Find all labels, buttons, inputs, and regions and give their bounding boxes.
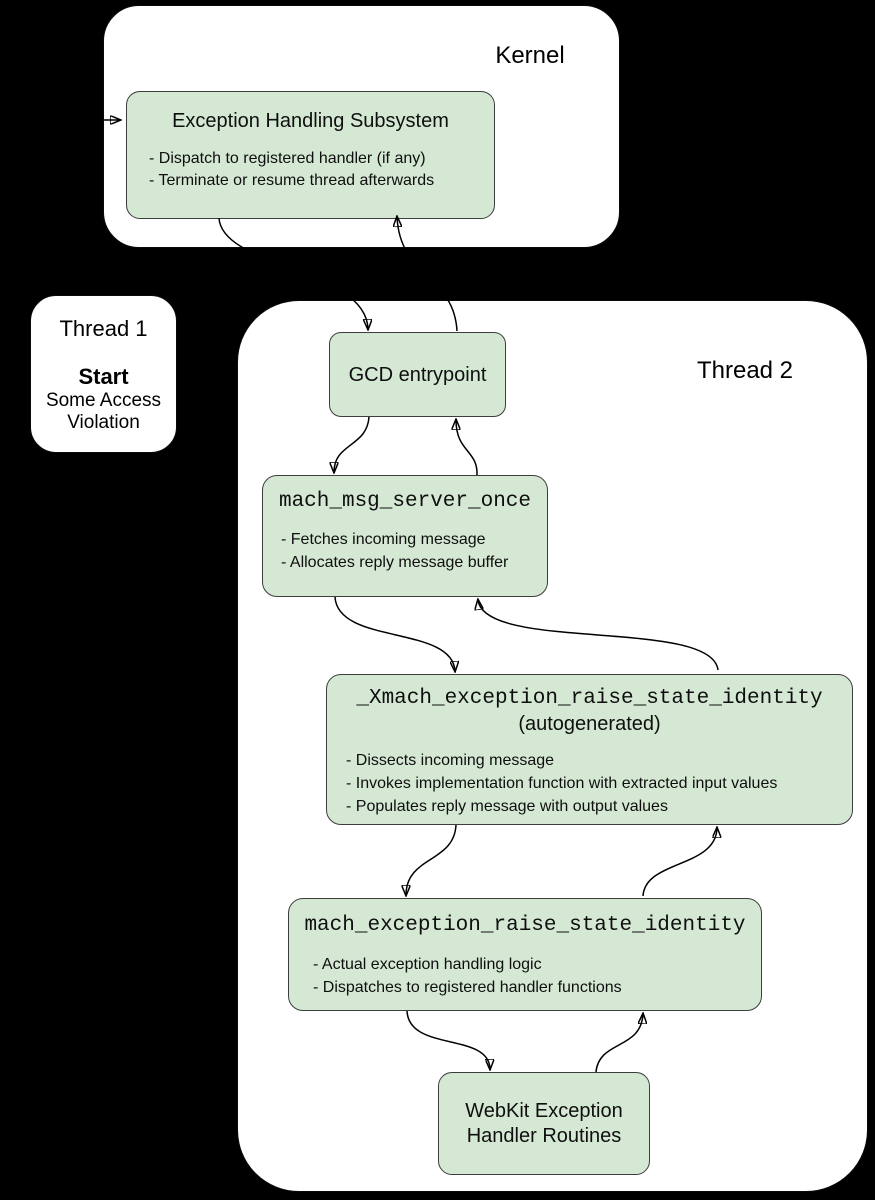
thread2-label: Thread 2 [696,357,794,384]
box-bullet: - Invokes implementation function with e… [346,775,778,792]
mach-msg-server-once-box: mach_msg_server_once - Fetches incoming … [262,475,548,597]
box-title: mach_exception_raise_state_identity [304,914,746,937]
box-bullet: - Dissects incoming message [346,752,555,769]
box-bullet: - Allocates reply message buffer [281,554,509,571]
box-bullet: - Dispatches to registered handler funct… [313,979,622,996]
thread1-box: Thread 1 Start Some Access Violation [30,295,177,453]
exception-handling-subsystem-box: Exception Handling Subsystem - Dispatch … [126,91,495,219]
box-bullets: - Fetches incoming message - Allocates r… [281,528,547,574]
thread1-label: Thread 1 [59,316,148,341]
box-bullets: - Dissects incoming message - Invokes im… [346,749,852,818]
box-bullet: - Fetches incoming message [281,531,486,548]
box-bullet: - Dispatch to registered handler (if any… [149,150,426,167]
box-bullet: - Actual exception handling logic [313,956,542,973]
box-title: _Xmach_exception_raise_state_identity [356,687,823,710]
xmach-exception-raise-box: _Xmach_exception_raise_state_identity (a… [326,674,853,825]
box-title: Exception Handling Subsystem [172,110,449,132]
gcd-entrypoint-box: GCD entrypoint [329,332,506,417]
box-bullets: - Actual exception handling logic - Disp… [313,953,761,999]
box-bullet: - Populates reply message with output va… [346,798,668,815]
mach-exception-raise-box: mach_exception_raise_state_identity - Ac… [288,898,762,1011]
event-label: Some Access Violation [45,390,162,433]
webkit-exception-handlers-box: WebKit Exception Handler Routines [438,1072,650,1175]
box-bullets: - Dispatch to registered handler (if any… [149,148,494,192]
kernel-label: Kernel [495,42,565,69]
box-title: mach_msg_server_once [278,490,532,513]
start-label: Start [78,364,129,389]
box-title: WebKit Exception Handler Routines [465,1099,623,1147]
box-bullet: - Terminate or resume thread afterwards [149,172,435,189]
box-title: GCD entrypoint [348,363,487,386]
box-subtitle: (autogenerated) [518,713,661,735]
